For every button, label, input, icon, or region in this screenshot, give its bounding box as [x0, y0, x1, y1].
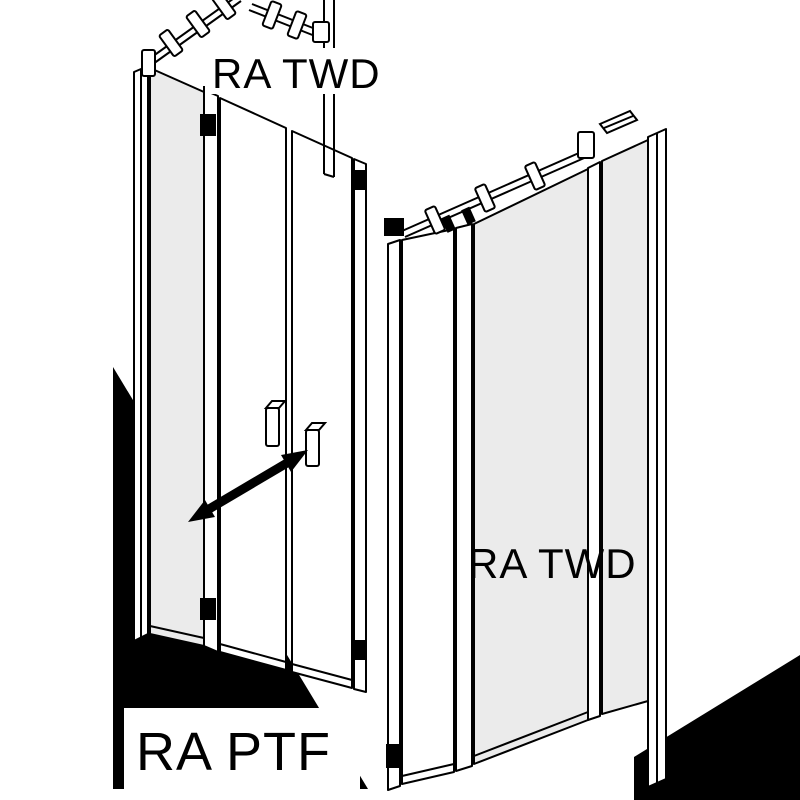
stabilizer-clamp-icon: [474, 183, 496, 213]
stabilizer-clamp-icon: [286, 10, 308, 40]
label-ra-twd-top: RA TWD: [212, 50, 381, 97]
door-handle-right-icon: [303, 422, 328, 467]
pendulum-door-left-bottom-rail: [219, 643, 287, 663]
hinge-icon-bottom-left: [200, 598, 216, 620]
stabilizer-bar-right: [401, 131, 595, 238]
hinge-icon-bottom-right: [352, 640, 366, 660]
right-door-bottom-pivot-icon: [386, 744, 400, 768]
label-ra-ptf: RA PTF: [136, 722, 331, 782]
door-handle-left-icon: [263, 400, 288, 447]
right-door-panel: [401, 228, 455, 785]
stabilizer-cap-right: [598, 109, 639, 135]
stabilizer-clamp-icon: [211, 0, 237, 20]
right-door-top-hinge-icon: [384, 218, 404, 236]
hinge-icon-top-left: [200, 114, 216, 136]
right-corner-post: [455, 223, 473, 772]
right-door-bottom-rail: [401, 763, 455, 777]
label-ra-ptf-bg: [124, 708, 360, 790]
stabilizer-clamp-icon: [524, 161, 546, 191]
stabilizer-wall-bracket-icon: [577, 131, 595, 159]
right-side-glass-a: [473, 168, 589, 765]
hinge-icon-top-right: [352, 170, 366, 190]
pendulum-door-right-bottom-rail: [291, 663, 353, 681]
pendulum-door-left: [219, 97, 287, 671]
right-door-hinge-profile: [387, 239, 401, 791]
stabilizer-clamp-icon: [158, 29, 184, 57]
left-hinge-post: [203, 89, 219, 653]
stabilizer-clamp-icon: [424, 205, 446, 235]
stabilizer-clamp-icon: [261, 0, 283, 30]
pendulum-door-right: [291, 130, 353, 689]
stabilizer-glass-bracket-icon: [312, 21, 330, 43]
swing-direction-arrow-icon: [188, 450, 308, 522]
right-side-glass-a-bottom-rail: [473, 711, 589, 757]
label-ra-twd-right: RA TWD: [468, 540, 637, 587]
front-right-post: [353, 158, 367, 693]
right-junction-profile: [587, 161, 601, 721]
label-ra-twd-top-bg: [205, 48, 401, 94]
stabilizer-wall-bracket-icon: [141, 49, 156, 77]
stabilizer-bar-top-left: [141, 0, 242, 77]
right-side-glass-b: [601, 139, 649, 715]
stabilizer-bar-top-center: [248, 0, 330, 43]
floor-shadow-right: [634, 655, 800, 800]
stabilizer-clamp-icon: [185, 10, 211, 38]
left-fixed-glass: [149, 67, 205, 647]
left-fixed-glass-bottom-rail: [149, 625, 205, 639]
